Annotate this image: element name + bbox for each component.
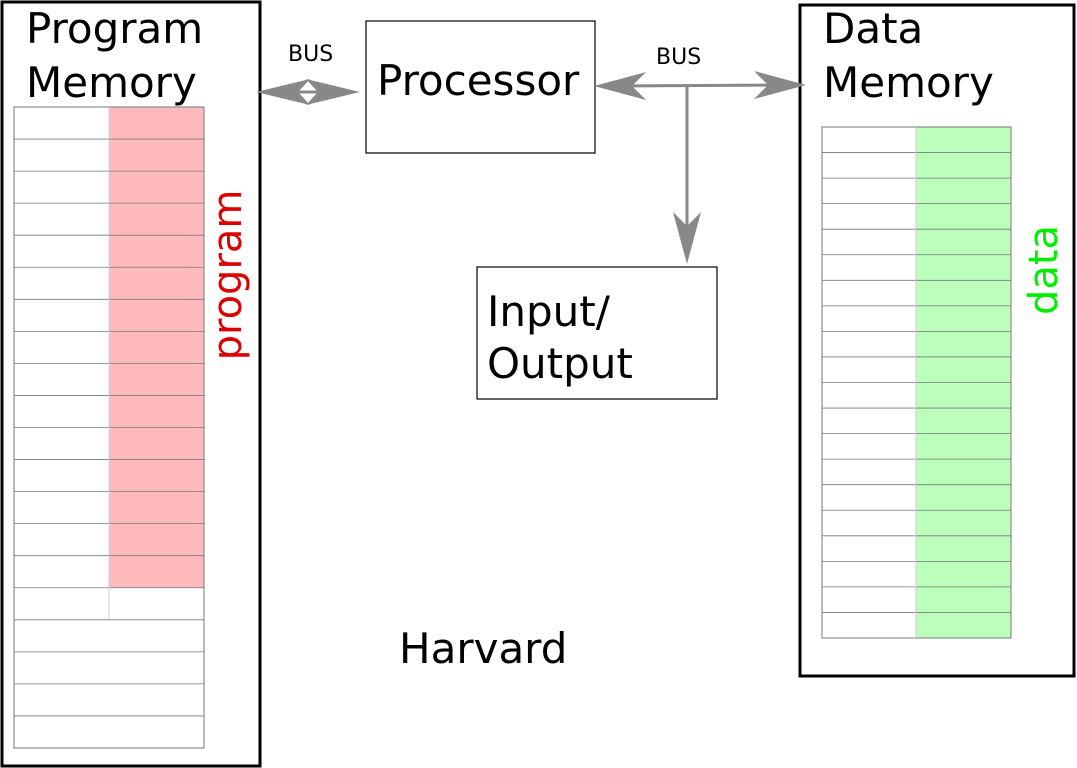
io-bus-arrow bbox=[673, 86, 701, 264]
program-side-label: program bbox=[205, 189, 251, 361]
data-memory-table bbox=[821, 126, 1012, 639]
left-bus-label: BUS bbox=[288, 42, 334, 67]
program-memory-title-line1: Program bbox=[26, 4, 204, 53]
caption-harvard: Harvard bbox=[399, 624, 568, 673]
program-memory-table-fill bbox=[109, 107, 204, 588]
right-bus-label: BUS bbox=[656, 45, 702, 70]
io-label-line1: Input/ bbox=[487, 287, 610, 336]
right-bus-arrow bbox=[594, 71, 806, 100]
data-memory-title-line2: Memory bbox=[823, 58, 994, 107]
processor-label: Processor bbox=[377, 56, 580, 105]
program-memory-title-line2: Memory bbox=[26, 58, 197, 107]
program-memory-table bbox=[13, 106, 205, 749]
left-bus-arrow bbox=[256, 79, 360, 105]
data-memory-title-line1: Data bbox=[823, 4, 924, 53]
data-memory-box bbox=[798, 3, 1076, 678]
io-box bbox=[476, 266, 718, 400]
data-side-label: data bbox=[1021, 224, 1067, 316]
io-label-line2: Output bbox=[487, 339, 633, 388]
processor-box bbox=[365, 20, 596, 154]
program-memory-box bbox=[0, 0, 262, 768]
